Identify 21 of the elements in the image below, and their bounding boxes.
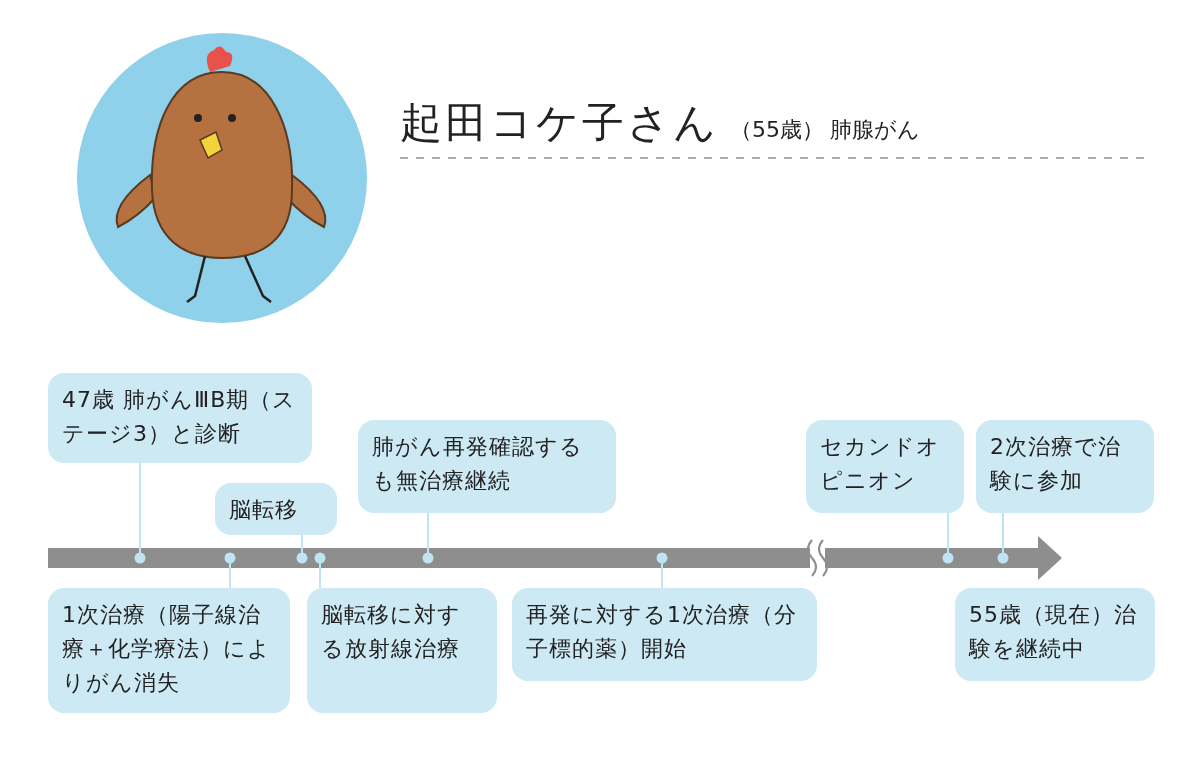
leader-line: [296, 534, 308, 564]
event-box: 再発に対する1次治療（分子標的薬）開始: [512, 588, 817, 681]
age-label: （55歳）: [730, 116, 824, 144]
leader-line: [656, 552, 668, 589]
event-box: 2次治療で治験に参加: [976, 420, 1154, 513]
leader-line: [942, 512, 954, 564]
event-box: 47歳 肺がんⅢB期（ステージ3）と診断: [48, 373, 312, 463]
event-box: 1次治療（陽子線治療＋化学療法）によりがん消失: [48, 588, 290, 713]
event-box: 肺がん再発確認するも無治療継続: [358, 420, 616, 513]
leader-line: [422, 512, 434, 564]
diagnosis-label: 肺腺がん: [830, 116, 920, 144]
event-box: 脳転移: [215, 483, 337, 535]
leader-line: [224, 552, 236, 589]
leader-line: [997, 512, 1009, 564]
leader-line: [314, 552, 326, 589]
event-box: 脳転移に対する放射線治療: [307, 588, 497, 713]
event-box: 55歳（現在）治験を継続中: [955, 588, 1155, 681]
event-box: セカンドオピニオン: [806, 420, 964, 513]
leader-line: [134, 462, 146, 564]
title: 起田コケ子さん: [400, 97, 719, 149]
timeline-arrow: [48, 536, 1062, 580]
